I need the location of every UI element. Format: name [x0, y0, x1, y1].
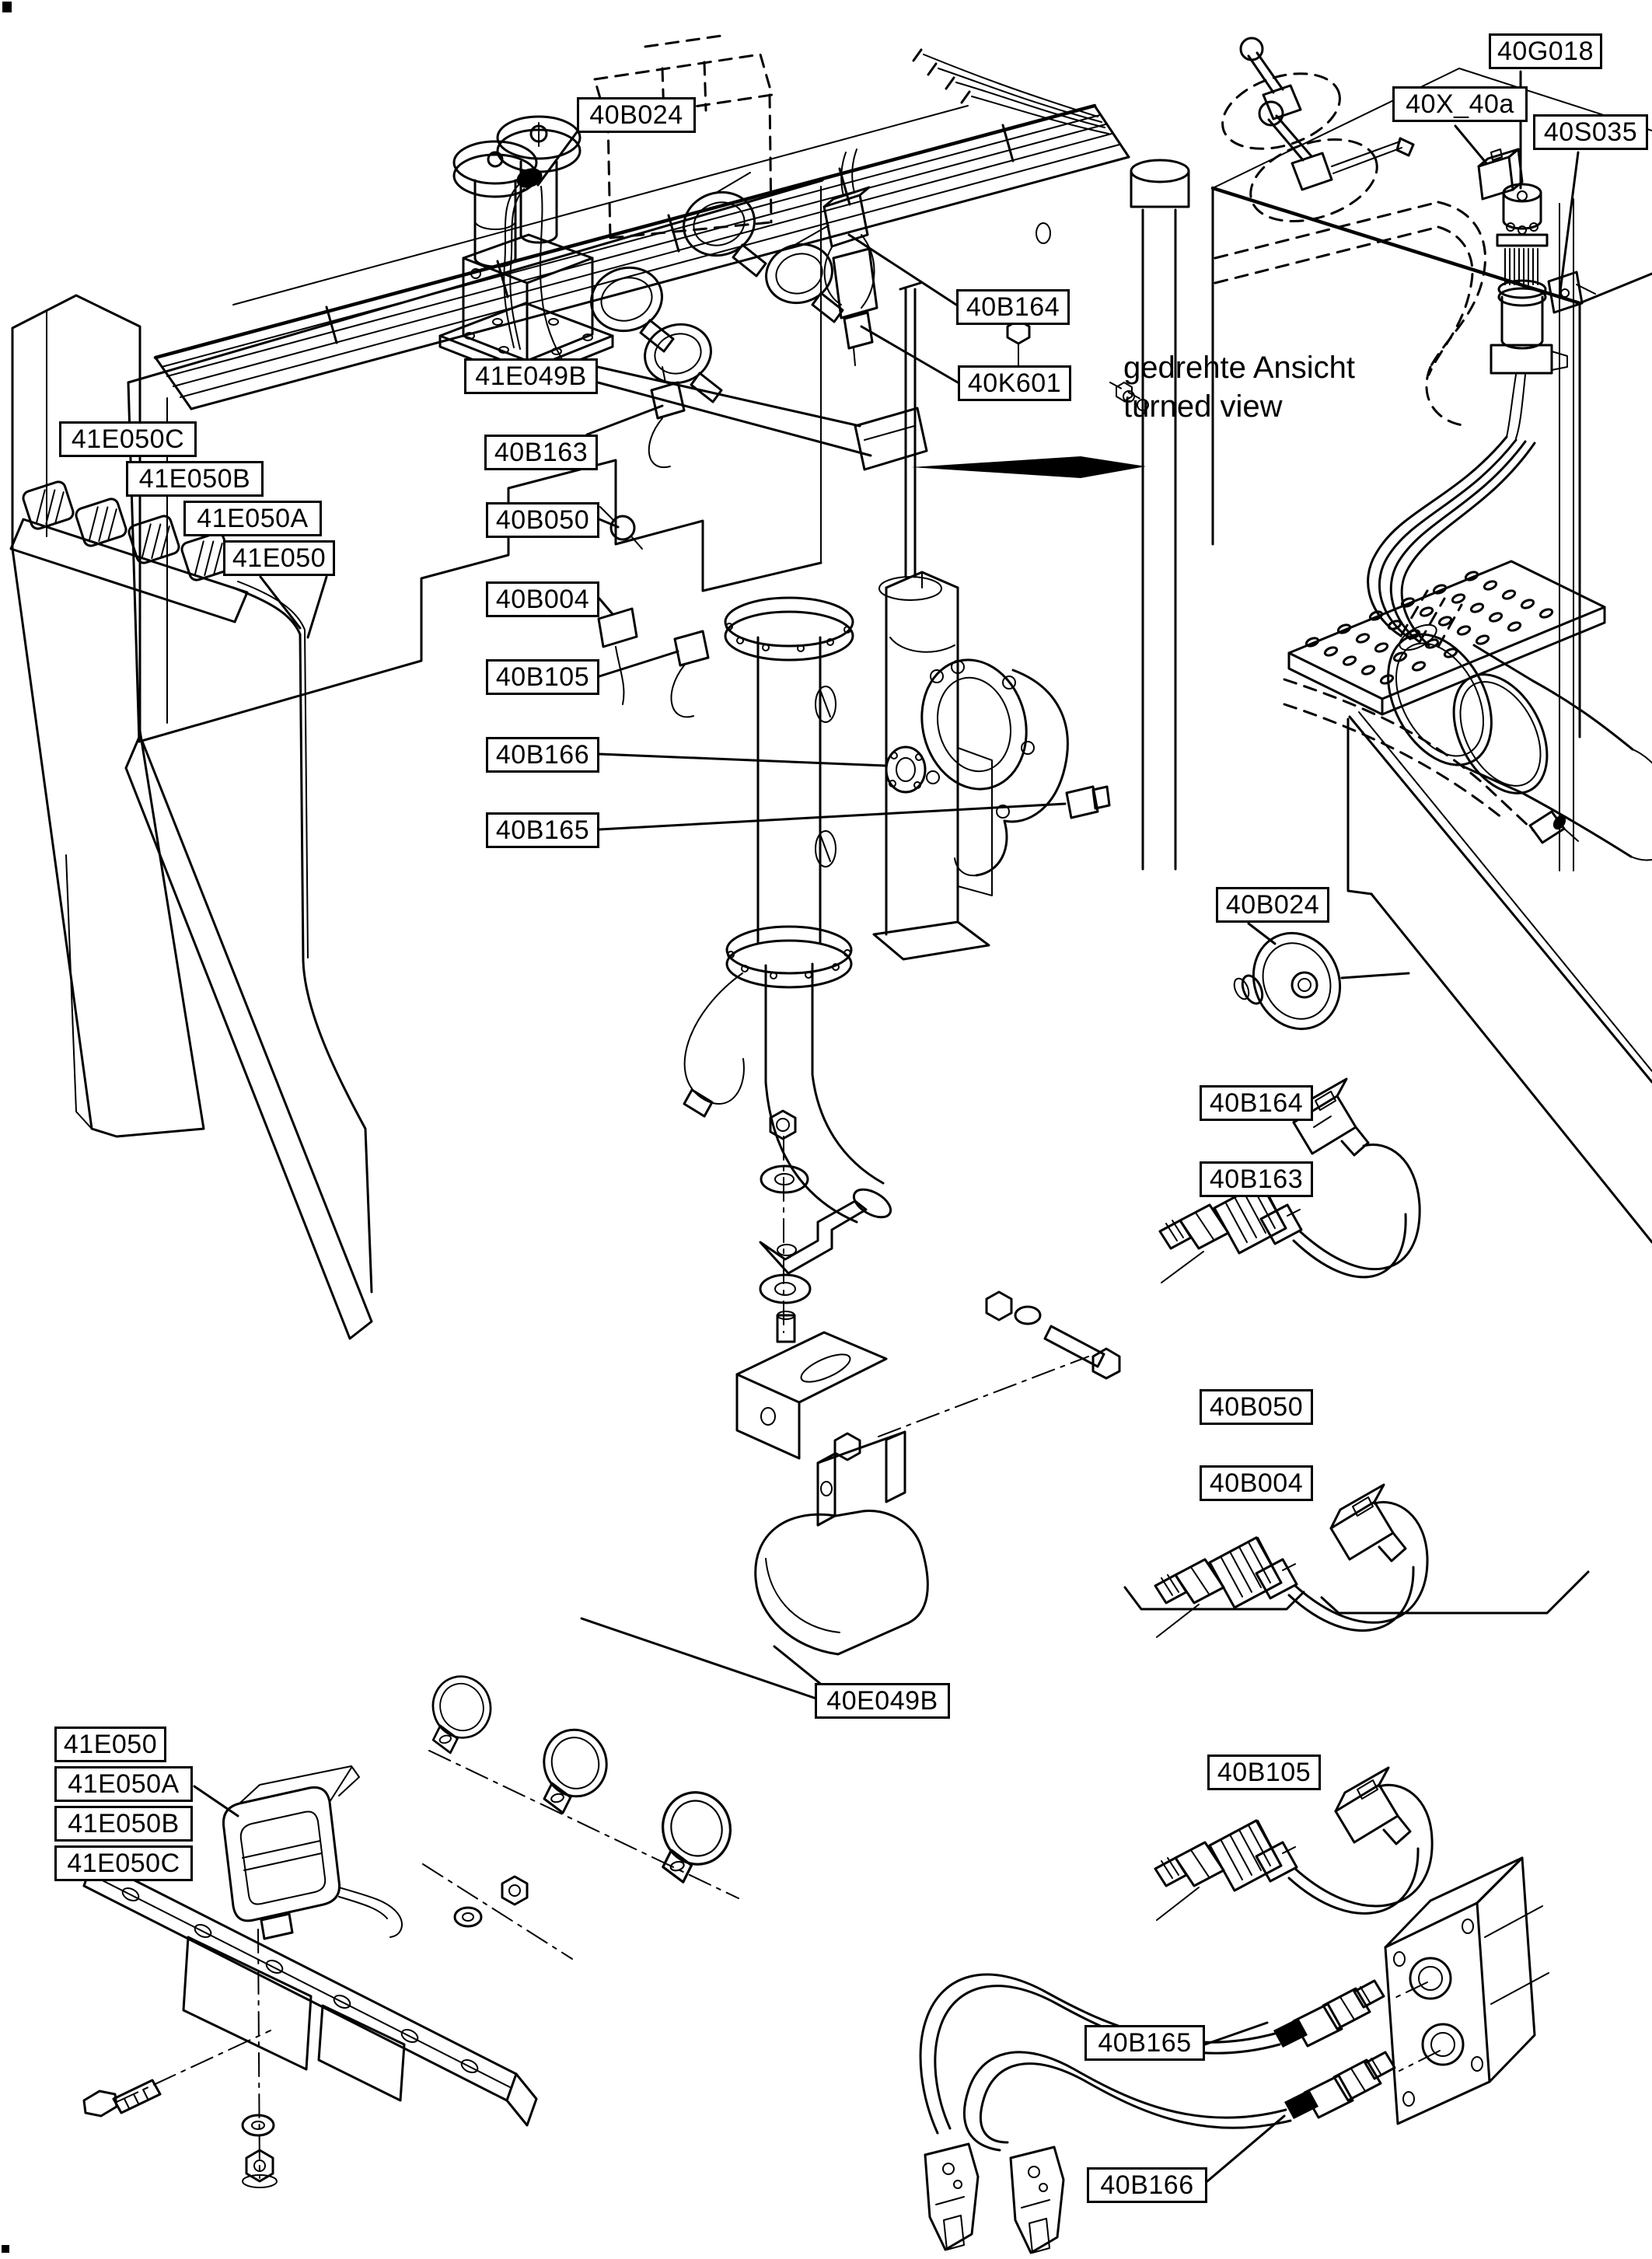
detail-parts	[82, 931, 1590, 2254]
part-number-text: 40B024	[589, 100, 683, 130]
part-label-40b164-detail: 40B164	[1200, 1085, 1313, 1121]
part-label-40b050-main: 40B050	[486, 502, 599, 538]
note-line-english: turned view	[1123, 389, 1283, 424]
part-number-text: 41E050	[63, 1729, 158, 1759]
part-number-text: 41E050	[232, 543, 327, 573]
part-label-40b105-detail: 40B105	[1207, 1754, 1321, 1790]
lamp-bracket-assembly	[82, 1765, 538, 2188]
part-number-text: 40B024	[1225, 889, 1320, 920]
turned-view	[1109, 37, 1652, 1244]
part-number-text: 40B165	[1098, 2027, 1192, 2058]
rail-sensors	[597, 366, 928, 794]
note-line-german: gedrehte Ansicht	[1123, 351, 1355, 385]
part-number-text: 40B164	[1209, 1088, 1304, 1118]
part-label-40b004-main: 40B004	[486, 581, 599, 617]
part-number-text: 40K601	[967, 368, 1062, 398]
hose-bundle	[1367, 435, 1536, 648]
part-label-41e050c-detail: 41E050C	[54, 1845, 193, 1881]
part-number-text: 41E050B	[68, 1808, 180, 1838]
part-label-40b163-main: 40B163	[484, 435, 598, 470]
part-label-40x-40a: 40X_40a	[1392, 86, 1528, 122]
part-label-41e050a-detail: 41E050A	[54, 1766, 193, 1802]
part-label-40e049b: 40E049B	[815, 1683, 950, 1719]
part-label-40b050-detail: 40B050	[1200, 1389, 1313, 1425]
perforated-step	[1287, 560, 1606, 716]
part-number-text: 40B004	[1209, 1468, 1304, 1498]
panel-break-line	[1320, 1570, 1590, 1615]
pressure-switch-40b004	[1154, 1483, 1429, 1638]
hood-panels	[1346, 711, 1652, 1244]
part-number-text: 40B165	[495, 815, 590, 845]
hidden-horn-bracket	[593, 34, 774, 239]
part-label-40b165-detail: 40B165	[1084, 2025, 1205, 2061]
turned-view-note: gedrehte Ansicht turned view	[1123, 348, 1355, 426]
horn-compressor-unit	[438, 115, 614, 382]
relay-and-solenoid	[823, 148, 1051, 366]
print-artifact	[2, 2245, 9, 2253]
pressure-switch-40b105	[1154, 1766, 1434, 1921]
leader-lines	[193, 70, 1580, 2183]
part-label-41e050-detail: 41E050	[54, 1727, 166, 1762]
post-bolts	[1109, 382, 1149, 411]
horn-trumpet-group	[590, 172, 844, 403]
part-number-text: 40B105	[1217, 1757, 1311, 1787]
exploded-horn-mount	[735, 1109, 1121, 1656]
part-number-text: 41E050A	[68, 1768, 180, 1799]
part-number-text: 40B166	[1100, 2170, 1194, 2200]
part-number-text: 40S035	[1543, 117, 1638, 147]
part-label-40b105-main: 40B105	[486, 659, 599, 695]
part-number-text: 41E050C	[71, 424, 185, 454]
part-number-text: 41E049B	[475, 361, 587, 391]
part-number-text: 40B163	[494, 437, 589, 467]
horn-disc-40b024	[1233, 931, 1342, 1031]
pressure-switch-40b163	[1158, 1077, 1421, 1283]
part-number-text: 41E050A	[197, 503, 309, 533]
part-label-41e050b-main: 41E050B	[126, 461, 264, 497]
work-lamp-block	[9, 480, 373, 1294]
part-label-41e050c-main: 41E050C	[59, 421, 197, 457]
part-number-text: 40B164	[966, 292, 1060, 322]
part-label-41e050a-main: 41E050A	[183, 501, 322, 536]
turned-view-arrow-icon	[911, 456, 1146, 478]
part-number-text: 40B166	[495, 739, 590, 770]
part-label-40b165-main: 40B165	[486, 812, 599, 848]
part-label-40b004-detail: 40B004	[1200, 1465, 1313, 1501]
part-number-text: 40X_40a	[1406, 89, 1514, 119]
part-number-text: 40B050	[495, 505, 590, 535]
part-label-41e049b: 41E049B	[464, 358, 598, 394]
part-number-text: 40B050	[1209, 1391, 1304, 1422]
print-artifact	[2, 2, 12, 12]
part-label-40b164-main: 40B164	[956, 289, 1070, 325]
manifold-and-sensors	[919, 1856, 1549, 2254]
bracket-tower-and-pump	[872, 281, 1111, 961]
part-label-40b166-detail: 40B166	[1087, 2167, 1207, 2203]
relay-40x40a	[1477, 148, 1524, 201]
part-number-text: 41E050B	[138, 463, 251, 494]
part-label-41e050-main: 41E050	[223, 540, 335, 576]
part-label-40s035: 40S035	[1533, 114, 1648, 150]
part-label-40k601: 40K601	[958, 365, 1071, 401]
part-label-40b024-detail: 40B024	[1216, 887, 1329, 923]
part-label-40b024-main: 40B024	[577, 97, 696, 133]
part-number-text: 40B105	[495, 662, 590, 692]
pipe-clamps	[422, 1668, 740, 1960]
vertical-pipe-assembly	[683, 596, 892, 1224]
part-label-40b166-main: 40B166	[486, 737, 599, 773]
silencer-cylinder	[1283, 623, 1652, 861]
part-label-40g018: 40G018	[1489, 33, 1602, 69]
part-number-text: 40B163	[1209, 1164, 1304, 1194]
pump-40g018	[1490, 183, 1596, 439]
part-label-41e050b-detail: 41E050B	[54, 1806, 193, 1842]
part-number-text: 40G018	[1497, 36, 1594, 66]
hidden-hoses	[1214, 201, 1486, 427]
control-levers	[1221, 37, 1415, 223]
part-number-text: 40B004	[495, 584, 590, 614]
panel-break-line	[1123, 1586, 1305, 1611]
part-number-text: 41E050C	[67, 1848, 180, 1878]
part-label-40b163-detail: 40B163	[1200, 1161, 1313, 1197]
part-number-text: 40E049B	[826, 1685, 938, 1716]
